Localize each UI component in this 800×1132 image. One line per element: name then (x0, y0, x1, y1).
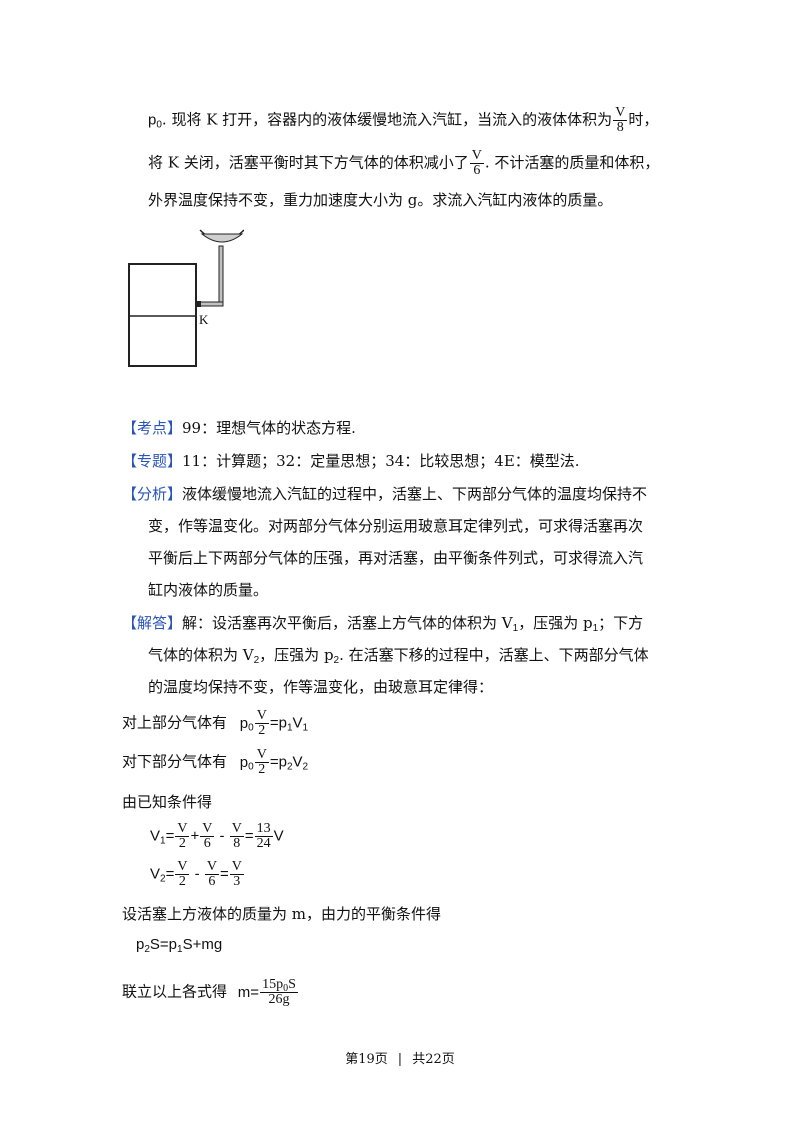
page-total: 共22页 (412, 1052, 455, 1067)
connecting-pipe-vertical (218, 245, 224, 305)
jieda-line-3: 的温度均保持不变，作等温变化，由玻意耳定律得： (148, 678, 494, 696)
problem-text-1-end: 时， (628, 110, 659, 129)
fenxi-line-2: 变，作等温变化。对两部分气体分别运用玻意耳定律列式，可求得活塞再次 (148, 517, 644, 535)
p0-subscript: 0 (156, 119, 162, 131)
kaodian-tag: 【考点】 (122, 419, 183, 437)
upper-gas-label: 对上部分气体有 (122, 713, 228, 732)
result-label: 联立以上各式得 (122, 982, 228, 1001)
zhuanti-text: 11：计算题；32：定量思想；34：比较思想；4E：模型法. (182, 452, 580, 470)
cylinder-body (128, 263, 197, 367)
jieda-line-1: 【解答】解：设活塞再次平衡后，活塞上方气体的体积为 V1，压强为 p1；下方 (122, 614, 644, 634)
problem-text-2: 将 K 关闭，活塞平衡时其下方气体的体积减小了 (148, 153, 469, 172)
container-cylinder-figure: K (128, 229, 244, 367)
p0-symbol: p (148, 111, 157, 129)
footer-separator: | (397, 1052, 403, 1067)
liquid-surface (200, 233, 244, 243)
known-conditions-label: 由已知条件得 (122, 793, 213, 811)
lower-gas-label: 对下部分气体有 (122, 752, 228, 771)
fenxi-line-4: 缸内液体的质量。 (148, 581, 269, 599)
zhuanti-line: 【专题】11：计算题；32：定量思想；34：比较思想；4E：模型法. (122, 451, 580, 471)
fenxi-line-1: 【分析】液体缓慢地流入汽缸的过程中，活塞上、下两部分气体的温度均保持不 (122, 484, 647, 504)
fenxi-text-1: 液体缓慢地流入汽缸的过程中，活塞上、下两部分气体的温度均保持不 (182, 485, 648, 503)
page-number: 第19页 (345, 1052, 388, 1067)
problem-text-2-end: . 不计活塞的质量和体积， (484, 153, 660, 172)
mass-assumption-line: 设活塞上方液体的质量为 m，由力的平衡条件得 (122, 905, 441, 923)
valve-k-label: K (199, 312, 209, 327)
force-balance-equation: p2S=p1S+mg (136, 936, 223, 955)
kaodian-text: 99：理想气体的状态方程. (182, 419, 356, 437)
kaodian-line: 【考点】99：理想气体的状态方程. (122, 418, 356, 438)
zhuanti-tag: 【专题】 (122, 452, 183, 470)
problem-line-3: 外界温度保持不变，重力加速度大小为 g。求流入汽缸内液体的质量。 (148, 191, 613, 209)
fenxi-line-3: 平衡后上下两部分气体的压强，再对活塞，由平衡条件列式，可求得流入汽 (148, 549, 644, 567)
valve-k-icon (196, 301, 201, 307)
problem-text-1: . 现将 K 打开，容器内的液体缓慢地流入汽缸，当流入的液体体积为 (161, 110, 613, 129)
jieda-tag: 【解答】 (122, 614, 183, 632)
fenxi-tag: 【分析】 (122, 485, 183, 503)
page-footer: 第19页 | 共22页 (0, 1048, 800, 1067)
jieda-line-2: 气体的体积为 V2，压强为 p2. 在活塞下移的过程中，活塞上、下两部分气体 (148, 646, 649, 666)
